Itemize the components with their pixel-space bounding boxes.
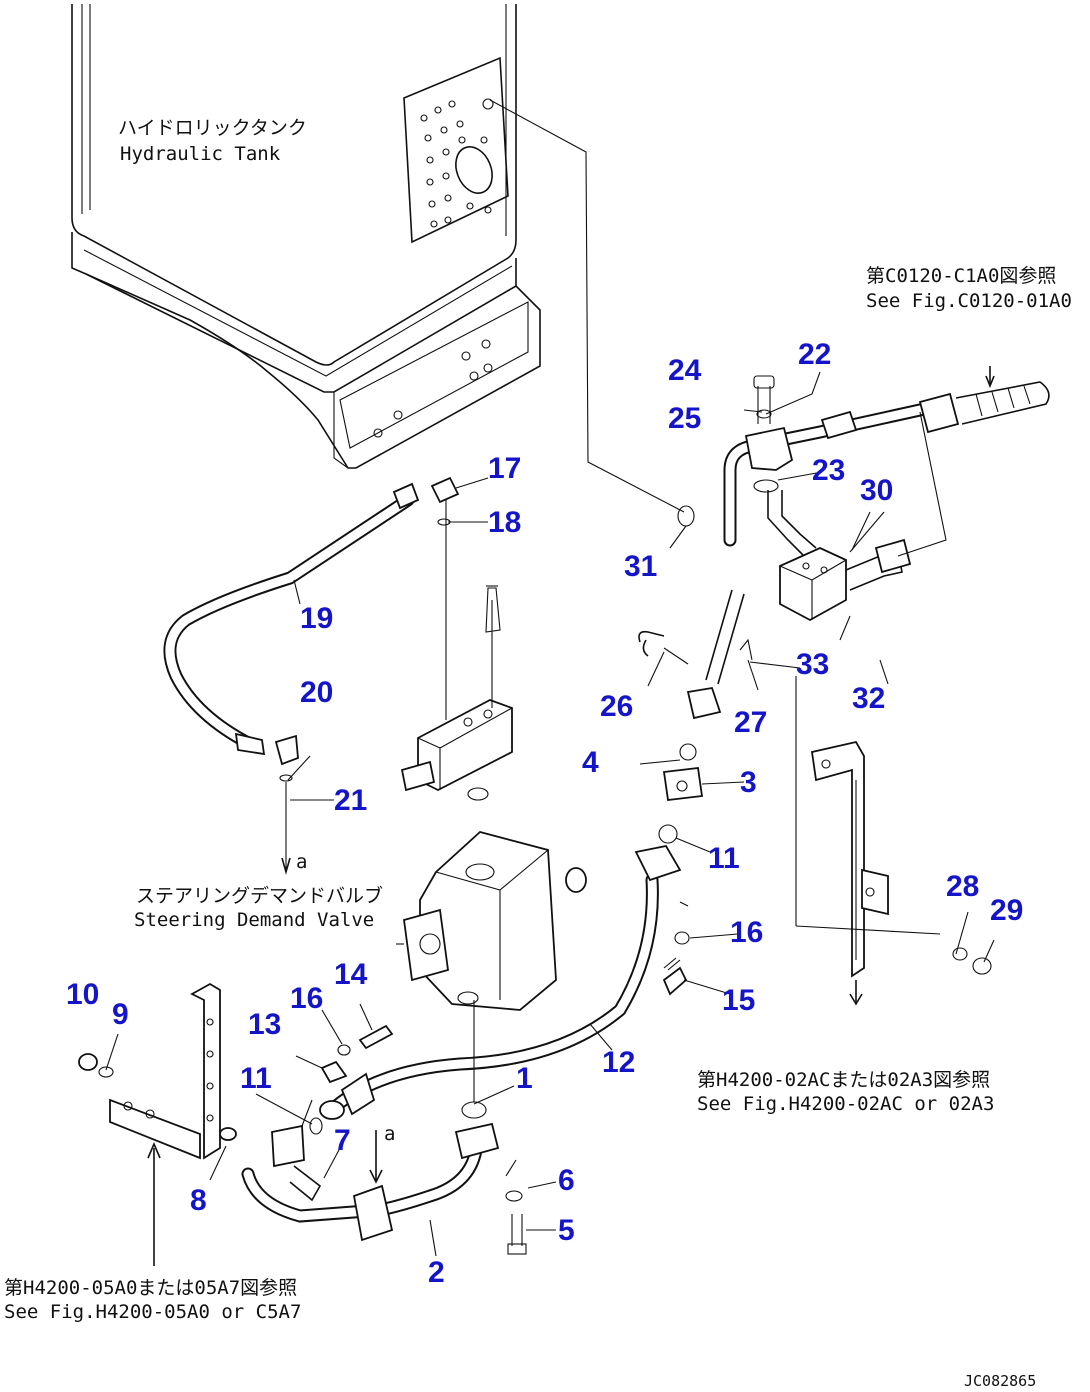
callout-11-left: 11 — [240, 1062, 272, 1095]
part-number-callouts: 1 2 3 4 5 6 7 8 9 10 11 11 12 13 14 15 1… — [66, 338, 1023, 1289]
drawing-code: JC082865 — [964, 1372, 1036, 1390]
callout-27: 27 — [734, 706, 767, 739]
callout-16-left: 16 — [290, 982, 323, 1015]
lower-tube-2 — [241, 1099, 500, 1242]
callout-18: 18 — [488, 506, 521, 539]
callout-9: 9 — [112, 998, 129, 1031]
ref-h4200-05-jp: 第H4200-05A0または05A7図参照 — [4, 1277, 297, 1299]
marker-a-top: a — [296, 851, 307, 873]
callout-5: 5 — [558, 1214, 575, 1247]
leader-lines — [105, 371, 995, 1257]
callout-7: 7 — [334, 1124, 351, 1157]
callout-10: 10 — [66, 978, 99, 1011]
left-bracket — [78, 982, 237, 1266]
tank-label-en: Hydraulic Tank — [120, 143, 281, 165]
suction-tube-assembly — [677, 366, 1050, 622]
callout-25: 25 — [668, 402, 701, 435]
valve-label-en: Steering Demand Valve — [134, 909, 374, 931]
vertical-hose — [638, 589, 753, 844]
hose-12 — [319, 844, 682, 1120]
callout-15: 15 — [722, 984, 755, 1017]
callout-30: 30 — [860, 474, 893, 507]
callout-29: 29 — [990, 894, 1023, 927]
callout-8: 8 — [190, 1184, 207, 1217]
valve-label-jp: ステアリングデマンドバルブ — [136, 884, 383, 907]
ref-c0120-jp: 第C0120-C1A0図参照 — [866, 265, 1056, 287]
reference-notes: 第C0120-C1A0図参照 See Fig.C0120-01A0 ステアリング… — [4, 265, 1072, 1390]
callout-21: 21 — [334, 784, 367, 817]
callout-33: 33 — [796, 648, 829, 681]
callout-6: 6 — [558, 1164, 575, 1197]
callout-32: 32 — [852, 682, 885, 715]
callout-3: 3 — [740, 766, 757, 799]
steering-demand-valve — [396, 787, 587, 1119]
callout-17: 17 — [488, 452, 521, 485]
callout-19: 19 — [300, 602, 333, 635]
callout-4: 4 — [582, 746, 599, 779]
callout-13: 13 — [248, 1008, 281, 1041]
callout-2: 2 — [428, 1256, 445, 1289]
callout-23: 23 — [812, 454, 845, 487]
callout-20: 20 — [300, 676, 333, 709]
hose-19 — [163, 482, 420, 875]
ref-h4200-02-en: See Fig.H4200-02AC or 02A3 — [697, 1093, 994, 1115]
callout-11-right: 11 — [708, 842, 740, 875]
callout-16-right: 16 — [730, 916, 763, 949]
ref-h4200-05-en: See Fig.H4200-05A0 or C5A7 — [4, 1301, 301, 1323]
right-bracket — [795, 676, 992, 1006]
callout-28: 28 — [946, 870, 979, 903]
callout-31: 31 — [624, 550, 657, 583]
ref-c0120-en: See Fig.C0120-01A0 — [866, 290, 1072, 312]
callout-14: 14 — [334, 958, 368, 991]
ref-h4200-02-jp: 第H4200-02ACまたは02A3図参照 — [697, 1069, 990, 1091]
tank-label-jp: ハイドロリックタンク — [118, 117, 307, 139]
solenoid-valve — [400, 476, 513, 792]
callout-24: 24 — [668, 354, 702, 387]
marker-a-bottom: a — [384, 1123, 395, 1145]
callout-22: 22 — [798, 338, 831, 371]
tank-port-leader — [489, 99, 685, 513]
small-fittings — [320, 901, 690, 1255]
callout-1: 1 — [516, 1062, 533, 1095]
hydraulic-tank: ハイドロリックタンク Hydraulic Tank — [71, 4, 541, 469]
callout-12: 12 — [602, 1046, 635, 1079]
callout-26: 26 — [600, 690, 633, 723]
